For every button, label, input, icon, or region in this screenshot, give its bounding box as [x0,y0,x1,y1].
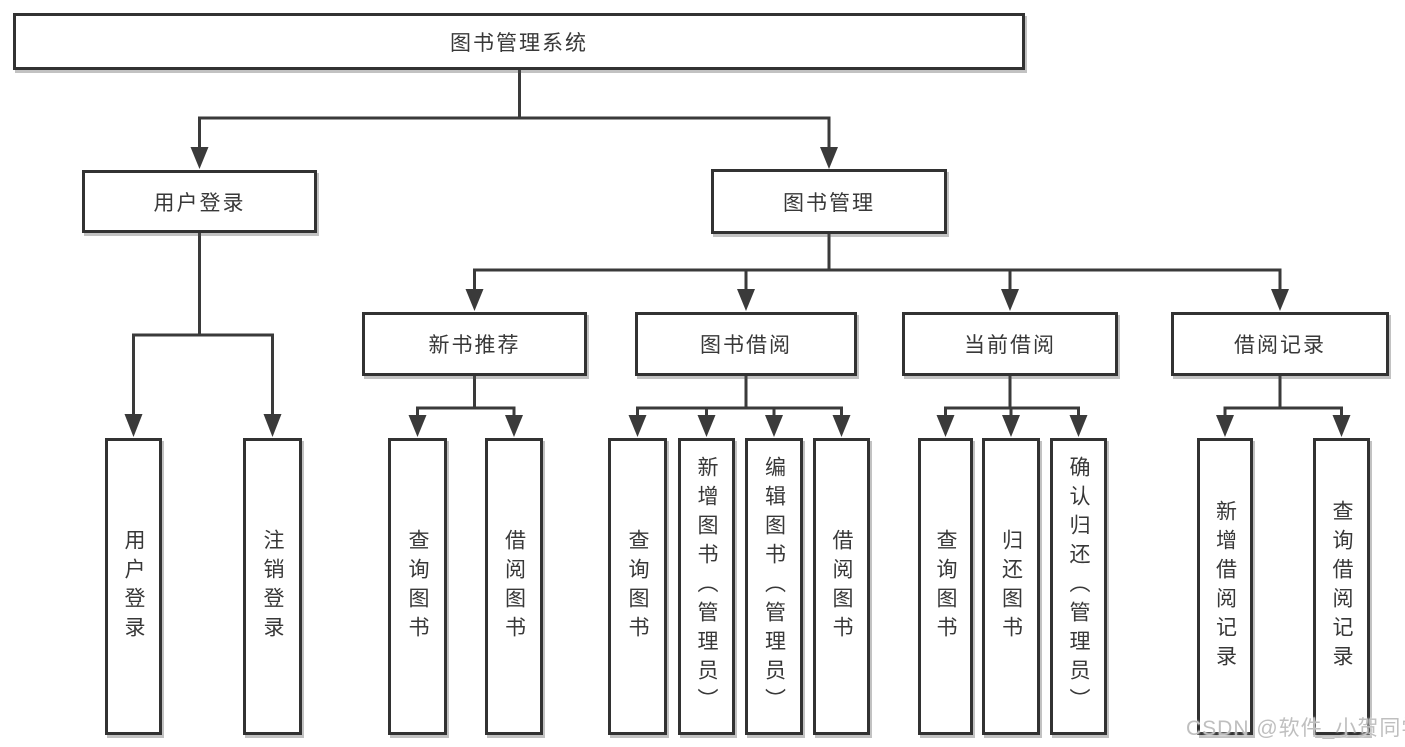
leaf-query-borrow-record: 查询借阅记录 [1313,438,1370,735]
node-borrow-records: 借阅记录 [1171,312,1389,376]
leaf-borrow-books-recommend: 借阅图书 [485,438,543,735]
leaf-edit-book-admin: 编辑图书（管理员） [745,438,803,735]
leaf-query-books-current: 查询图书 [918,438,973,735]
leaf-query-books-recommend: 查询图书 [388,438,447,735]
node-user-login: 用户登录 [82,170,317,233]
node-current-borrow: 当前借阅 [902,312,1118,376]
leaf-add-book-admin: 新增图书（管理员） [678,438,735,735]
leaf-confirm-return-admin: 确认归还（管理员） [1050,438,1107,735]
node-book-borrow: 图书借阅 [635,312,857,376]
leaf-add-borrow-record: 新增借阅记录 [1197,438,1253,735]
leaf-user-login: 用户登录 [105,438,162,735]
node-book-management: 图书管理 [711,169,947,234]
leaf-query-books-borrow: 查询图书 [608,438,667,735]
leaf-borrow-books: 借阅图书 [813,438,870,735]
leaf-logout: 注销登录 [243,438,302,735]
node-new-book-recommend: 新书推荐 [362,312,587,376]
node-root: 图书管理系统 [13,13,1025,70]
leaf-return-books: 归还图书 [982,438,1040,735]
watermark: CSDN @软件_小贺同学 [1186,717,1405,740]
